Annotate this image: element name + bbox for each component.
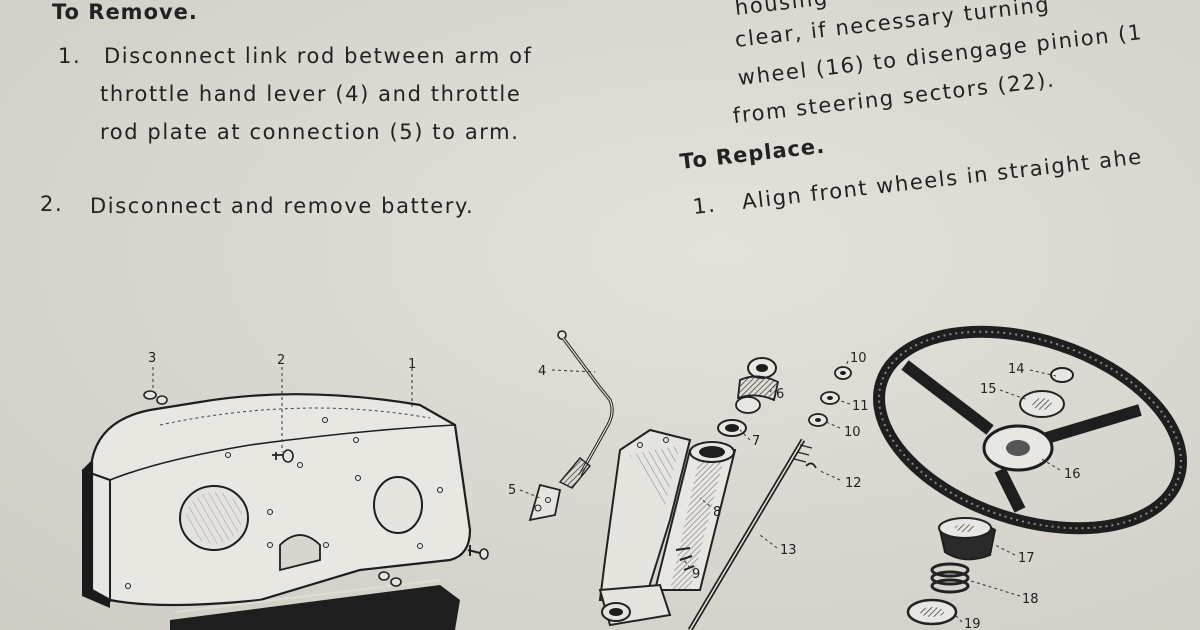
part-label: 3: [148, 351, 156, 366]
shaft-nuts-washers: [805, 366, 852, 469]
part-label: 6: [776, 387, 784, 402]
part-labels: 1 2 3 4 5 6 7 8 9 10 11 10 12 13 14 15 1…: [148, 351, 1081, 630]
steering-shaft: [687, 438, 813, 630]
remove-heading: To Remove.: [52, 0, 198, 24]
part-label: 7: [752, 434, 760, 449]
part-label: 2: [277, 353, 285, 368]
remove-step1-line1: Disconnect link rod between arm of: [104, 44, 533, 68]
throttle-hand-lever: [528, 330, 614, 522]
remove-step2-number: 2.: [40, 192, 64, 216]
steering-column-housing: [598, 428, 737, 627]
part-label: 5: [508, 483, 516, 498]
part-label: 10: [844, 425, 861, 440]
part-label: 17: [1018, 551, 1035, 566]
screws: [143, 390, 489, 587]
part-label: 1: [408, 357, 416, 372]
part-label: 4: [538, 364, 546, 379]
dashboard-panel: [81, 393, 472, 630]
remove-step2-text: Disconnect and remove battery.: [90, 194, 475, 218]
column-bearings: [717, 357, 780, 437]
part-label: 9: [692, 567, 700, 582]
part-label: 11: [852, 399, 869, 414]
part-label: 18: [1022, 592, 1039, 607]
part-label: 12: [845, 476, 862, 491]
steering-wheel: [873, 325, 1187, 535]
horn-button-assembly: [906, 517, 997, 626]
part-label: 8: [713, 505, 721, 520]
part-label: 10: [850, 351, 867, 366]
part-label: 16: [1064, 467, 1081, 482]
remove-step1-line2: throttle hand lever (4) and throttle: [100, 82, 522, 106]
leader-lines: [152, 360, 1061, 623]
remove-step1-number: 1.: [58, 44, 82, 68]
part-label: 13: [780, 543, 797, 558]
part-label: 14: [1008, 362, 1025, 377]
part-label: 19: [964, 617, 981, 630]
remove-step1-line3: rod plate at connection (5) to arm.: [100, 120, 520, 144]
part-label: 15: [980, 382, 997, 397]
